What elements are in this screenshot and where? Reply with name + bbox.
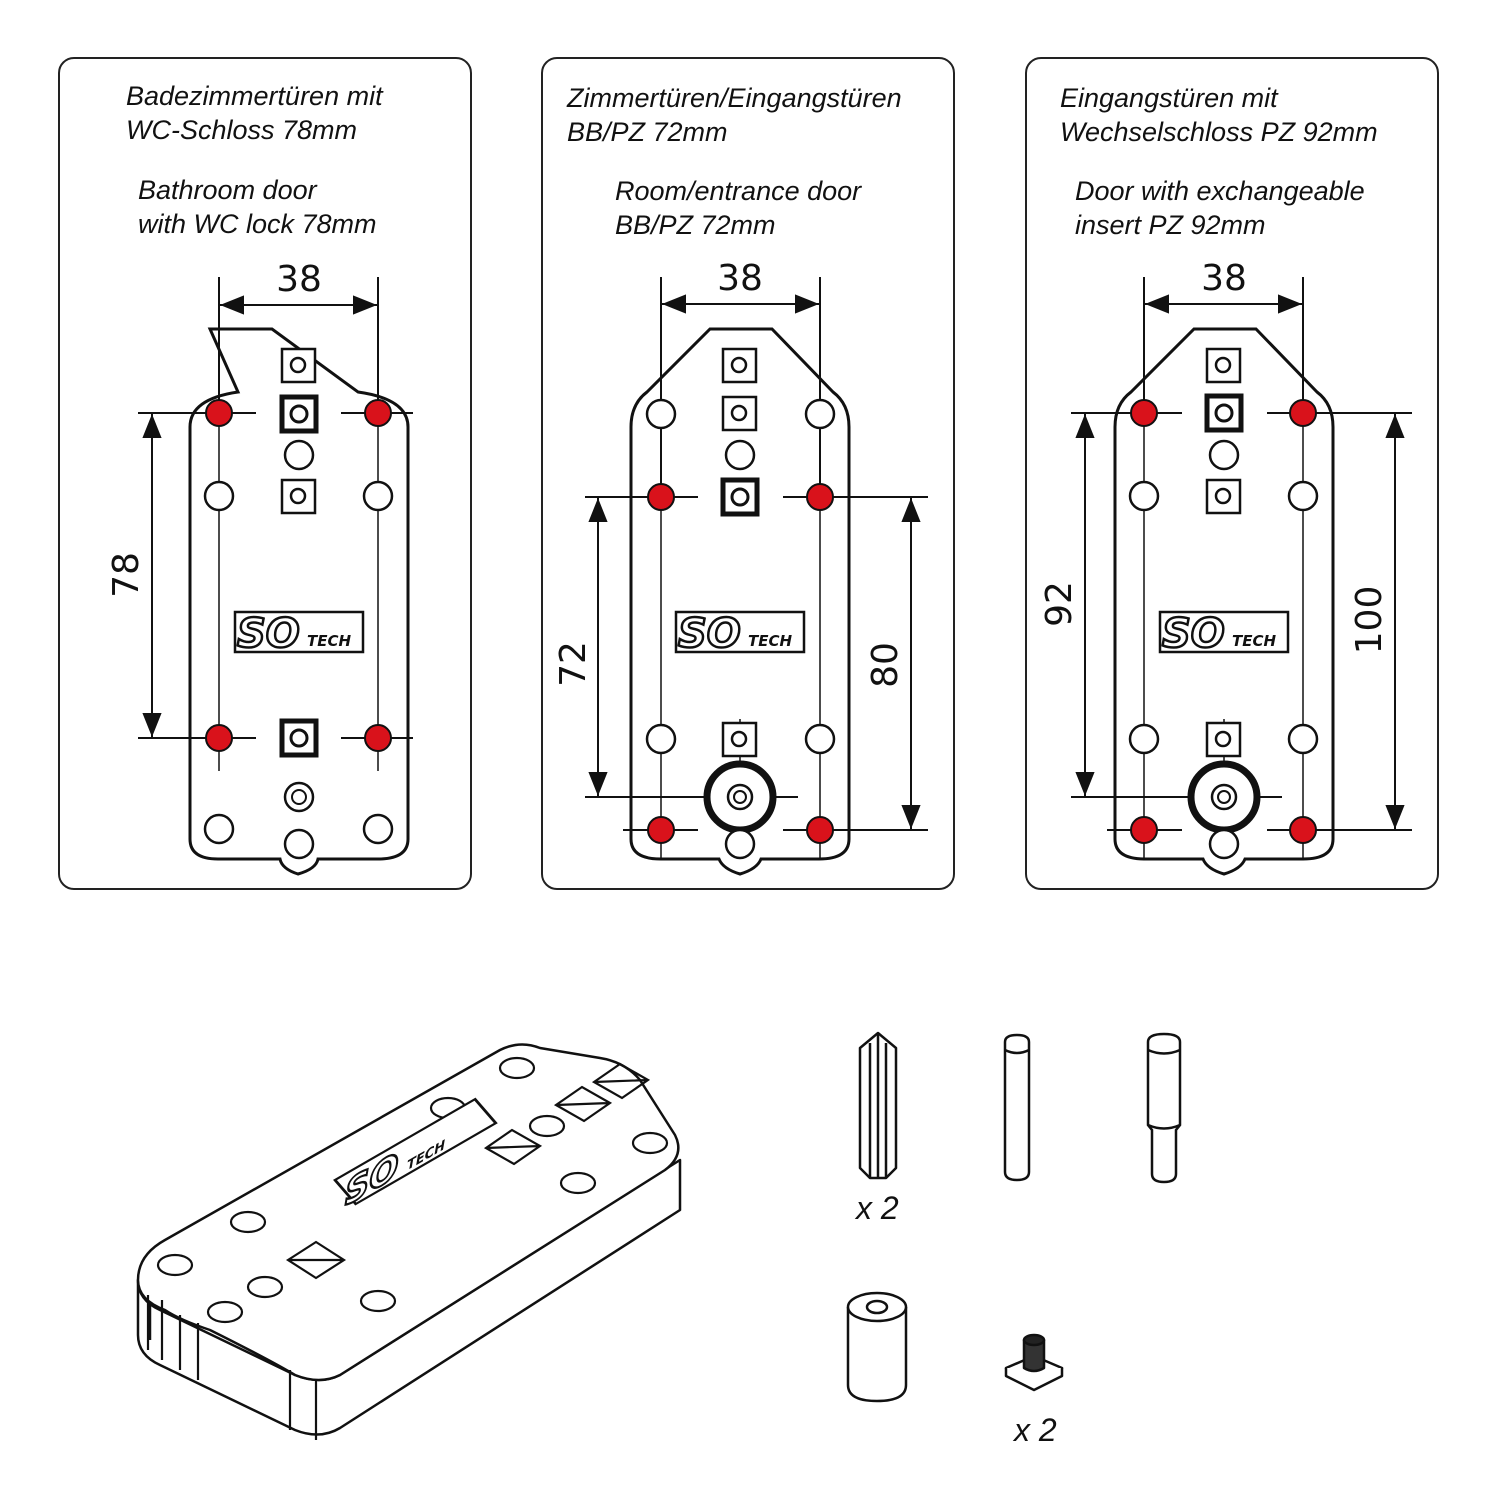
- plate-outline: [1113, 327, 1335, 876]
- marked-hole: [205, 724, 233, 752]
- isometric-jig: SO TECH: [136, 1043, 682, 1440]
- dim-left: 72: [553, 641, 594, 687]
- svg-text:TECH: TECH: [1232, 632, 1276, 650]
- svg-text:SO: SO: [237, 611, 300, 657]
- plate-drawing: 38 78 SO TECH: [106, 259, 413, 876]
- caption-line: Eingangstüren mit: [1060, 83, 1278, 113]
- caption-line: insert PZ 92mm: [1075, 210, 1266, 240]
- plate-drawing: 38 92 100 SO TECH: [1039, 258, 1412, 876]
- dim-width: 38: [1201, 258, 1247, 299]
- panel-bb-pz: Zimmertüren/Eingangstüren BB/PZ 72mm Roo…: [541, 57, 955, 890]
- svg-text:TECH: TECH: [748, 632, 792, 650]
- marked-hole: [647, 816, 675, 844]
- logo: SO TECH: [233, 610, 365, 658]
- caption-english: Door with exchangeable insert PZ 92mm: [1075, 174, 1365, 242]
- caption-german: Zimmertüren/Eingangstüren BB/PZ 72mm: [567, 81, 902, 149]
- marked-hole: [1130, 399, 1158, 427]
- svg-text:SO: SO: [1162, 611, 1225, 657]
- marked-hole: [1130, 816, 1158, 844]
- panel-wc-lock: Badezimmertüren mit WC-Schloss 78mm Bath…: [58, 57, 472, 890]
- marked-hole: [205, 399, 233, 427]
- caption-english: Bathroom door with WC lock 78mm: [138, 173, 377, 241]
- marked-hole: [1289, 816, 1317, 844]
- marked-hole: [1289, 399, 1317, 427]
- caption-line: Wechselschloss PZ 92mm: [1060, 117, 1378, 147]
- accessory-hex-pin: [858, 1031, 898, 1180]
- caption-german: Badezimmertüren mit WC-Schloss 78mm: [126, 79, 383, 147]
- logo: SO TECH: [674, 610, 806, 658]
- caption-line: Zimmertüren/Eingangstüren: [567, 83, 902, 113]
- accessory-round-pin: [1003, 1033, 1031, 1182]
- caption-line: Room/entrance door: [615, 176, 862, 206]
- caption-german: Eingangstüren mit Wechselschloss PZ 92mm: [1060, 81, 1378, 149]
- panel-pz-92: Eingangstüren mit Wechselschloss PZ 92mm…: [1025, 57, 1439, 890]
- accessory-bushing: [846, 1291, 908, 1403]
- caption-line: with WC lock 78mm: [138, 209, 377, 239]
- logo: SO TECH: [1158, 610, 1290, 658]
- marked-hole: [806, 816, 834, 844]
- svg-text:TECH: TECH: [307, 632, 351, 650]
- plate-outline: [629, 327, 851, 876]
- marked-hole: [806, 483, 834, 511]
- caption-line: Bathroom door: [138, 175, 317, 205]
- marked-hole: [364, 399, 392, 427]
- dim-right: 80: [865, 642, 906, 688]
- caption-line: Door with exchangeable: [1075, 176, 1365, 206]
- dim-right: 100: [1349, 586, 1390, 655]
- caption-english: Room/entrance door BB/PZ 72mm: [615, 174, 861, 242]
- caption-line: WC-Schloss 78mm: [126, 115, 358, 145]
- dim-left: 78: [106, 552, 147, 598]
- marked-hole: [647, 483, 675, 511]
- caption-line: Badezimmertüren mit: [126, 81, 383, 111]
- qty-hex-pin: x 2: [856, 1190, 899, 1226]
- plate-drawing: 38 72 80 SO TECH: [553, 258, 928, 876]
- marked-hole: [364, 724, 392, 752]
- dim-width: 38: [717, 258, 763, 299]
- caption-line: BB/PZ 72mm: [567, 117, 728, 147]
- accessory-screw: [1004, 1333, 1064, 1392]
- dim-left: 92: [1039, 581, 1080, 627]
- accessory-stepped-pin: [1146, 1032, 1182, 1184]
- svg-text:SO: SO: [678, 611, 741, 657]
- qty-screw: x 2: [1014, 1412, 1057, 1448]
- caption-line: BB/PZ 72mm: [615, 210, 776, 240]
- dim-width: 38: [276, 259, 322, 300]
